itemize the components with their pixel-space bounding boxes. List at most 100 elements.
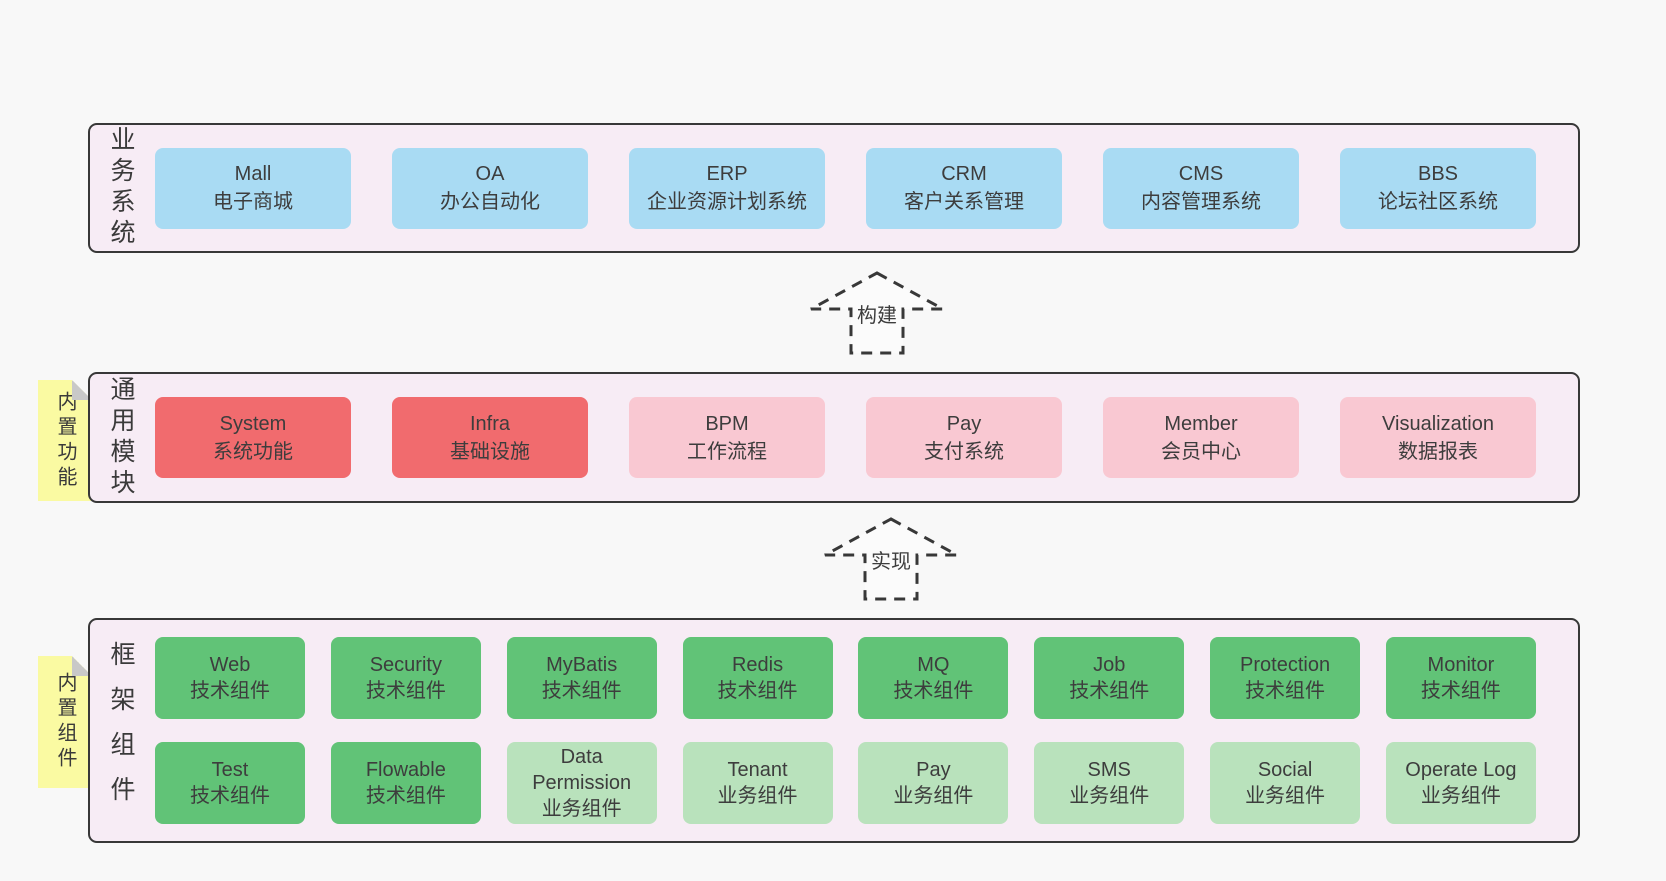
box-name: Protection [1240,654,1331,676]
box-bpm: BPM 工作流程 [629,397,825,478]
box-subtitle: 内容管理系统 [1141,191,1261,213]
modules-row: System 系统功能 Infra 基础设施 BPM 工作流程 Pay 支付系统… [155,397,1536,478]
box-social: Social 业务组件 [1210,742,1361,824]
box-name: Redis [731,654,784,676]
box-subtitle: 客户关系管理 [904,191,1024,213]
section-label-framework-components: 框架组件 [107,640,135,821]
box-mybatis: MyBatis 技术组件 [506,637,657,719]
modules-rows: System 系统功能 Infra 基础设施 BPM 工作流程 Pay 支付系统… [139,397,1578,478]
components-rows: Web 技术组件 Security 技术组件 MyBatis 技术组件 Redi… [139,637,1578,824]
box-crm: CRM 客户关系管理 [866,147,1062,229]
box-web: Web 技术组件 [155,637,305,719]
up-arrow-graphic: 构建 [810,271,944,355]
box-monitor: Monitor 技术组件 [1385,637,1536,719]
box-subtitle: 工作流程 [687,440,767,463]
business-row: Mall 电子商城 OA 办公自动化 ERP 企业资源计划系统 CRM 客户关系… [155,147,1536,229]
tag-built-in-features: 内置功能 [38,380,92,501]
up-arrow-shape [824,517,958,601]
box-name: Member [1164,412,1238,435]
box-cms: CMS 内容管理系统 [1103,147,1299,229]
box-name: ERP [706,163,748,185]
box-subtitle: 技术组件 [365,785,446,807]
box-name: Data Permission [532,746,632,794]
components-row-2: Test 技术组件 Flowable 技术组件 Data Permission … [155,742,1536,824]
box-subtitle: 办公自动化 [440,191,540,213]
box-subtitle: 技术组件 [893,680,974,702]
box-subtitle: 系统功能 [213,440,293,463]
box-name: Web [209,654,251,676]
box-subtitle: 基础设施 [450,440,530,463]
box-subtitle: 业务组件 [1245,785,1326,807]
box-subtitle: 技术组件 [1069,680,1150,702]
box-tenant: Tenant 业务组件 [682,742,833,824]
box-mq: MQ 技术组件 [858,637,1009,719]
box-subtitle: 论坛社区系统 [1378,191,1498,213]
box-subtitle: 会员中心 [1161,440,1241,463]
box-flowable: Flowable 技术组件 [330,742,481,824]
box-subtitle: 技术组件 [717,680,798,702]
up-arrow-graphic: 实现 [824,517,958,601]
box-name: Tenant [727,759,788,781]
box-subtitle: 数据报表 [1398,440,1478,463]
box-subtitle: 技术组件 [190,680,270,702]
box-subtitle: 企业资源计划系统 [647,191,807,213]
box-subtitle: 业务组件 [893,785,974,807]
box-subtitle: 业务组件 [541,798,622,820]
box-name: BBS [1417,163,1459,185]
box-name: Security [369,654,442,676]
box-name: Social [1257,759,1313,781]
box-operate-log: Operate Log 业务组件 [1385,742,1536,824]
box-redis: Redis 技术组件 [682,637,833,719]
box-member: Member 会员中心 [1103,397,1299,478]
box-mall: Mall 电子商城 [155,147,351,229]
box-subtitle: 业务组件 [717,785,798,807]
box-subtitle: 技术组件 [365,680,446,702]
box-subtitle: 技术组件 [1420,680,1501,702]
section-label-business-systems: 业务系统 [107,126,135,250]
box-name: Flowable [365,759,446,781]
box-name: Pay [916,759,951,781]
box-name: Infra [469,412,511,435]
box-name: Mall [234,163,272,185]
box-erp: ERP 企业资源计划系统 [629,147,825,229]
box-data-permission: Data Permission 业务组件 [506,742,657,824]
box-name: MyBatis [546,654,618,676]
box-name: CMS [1178,163,1224,185]
box-pay-component: Pay 业务组件 [858,742,1009,824]
box-subtitle: 技术组件 [1245,680,1326,702]
box-security: Security 技术组件 [330,637,481,719]
box-subtitle: 电子商城 [213,191,293,213]
box-subtitle: 业务组件 [1069,785,1150,807]
box-bbs: BBS 论坛社区系统 [1340,147,1536,229]
box-name: System [219,412,287,435]
box-name: Monitor [1427,654,1495,676]
box-subtitle: 技术组件 [541,680,622,702]
box-pay-module: Pay 支付系统 [866,397,1062,478]
arrow-implement-label: 实现 [871,550,911,573]
arrow-build: 构建 [809,271,945,355]
box-protection: Protection 技术组件 [1210,637,1361,719]
box-name: OA [475,163,505,185]
box-name: CRM [941,163,987,185]
arrow-build-label: 构建 [857,304,897,327]
box-name: BPM [705,412,749,435]
components-row-1: Web 技术组件 Security 技术组件 MyBatis 技术组件 Redi… [155,637,1536,719]
business-rows: Mall 电子商城 OA 办公自动化 ERP 企业资源计划系统 CRM 客户关系… [139,147,1578,229]
box-name: MQ [917,654,950,676]
box-name: SMS [1087,759,1131,781]
box-name: Visualization [1382,412,1494,435]
box-sms: SMS 业务组件 [1034,742,1185,824]
up-arrow-shape [810,271,944,355]
box-system: System 系统功能 [155,397,351,478]
box-name: Pay [946,412,982,435]
box-visualization: Visualization 数据报表 [1340,397,1536,478]
box-job: Job 技术组件 [1034,637,1185,719]
box-subtitle: 技术组件 [190,785,270,807]
section-framework-components: 框架组件 Web 技术组件 Security 技术组件 MyBatis 技术组件… [88,618,1580,843]
section-label-common-modules: 通用模块 [107,375,135,500]
box-infra: Infra 基础设施 [392,397,588,478]
box-subtitle: 业务组件 [1420,785,1501,807]
tag-built-in-components-label: 内置组件 [54,672,76,772]
box-name: Job [1093,654,1126,676]
section-business-systems: 业务系统 Mall 电子商城 OA 办公自动化 ERP 企业资源计划系统 CRM… [88,123,1580,253]
